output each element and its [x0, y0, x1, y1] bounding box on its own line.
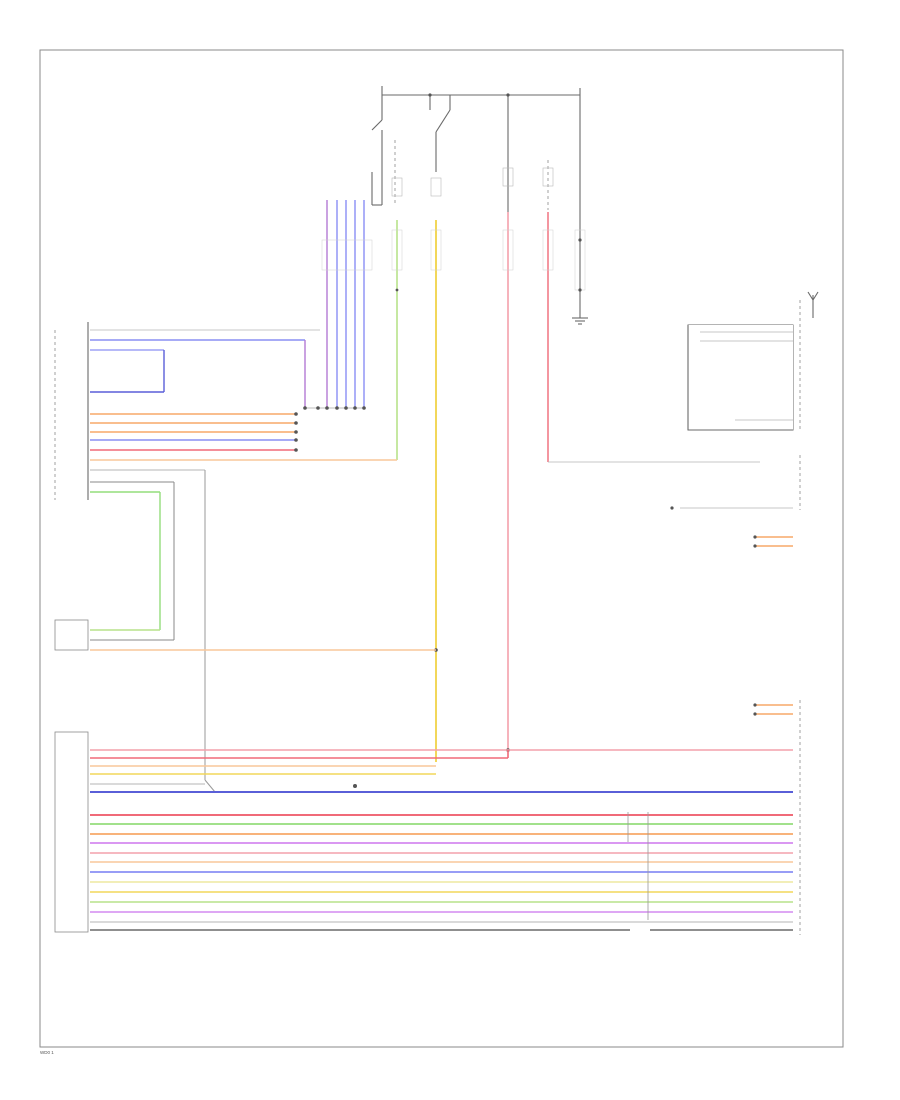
diagram-frame: [39, 49, 844, 1048]
left-module-middle: [54, 619, 436, 651]
right-module-mid: [670, 506, 793, 716]
power-distribution: [371, 86, 581, 300]
fuse-stubs: [391, 167, 554, 197]
vertical-feeds: [326, 200, 760, 762]
ground-icon: [572, 300, 588, 325]
antenna-icon: [807, 291, 819, 318]
page-code: WD0 1: [40, 1050, 54, 1055]
connector-icon: [321, 229, 586, 292]
left-module-upper: [54, 322, 364, 500]
right-module-upper: [687, 300, 801, 510]
bottom-harness: [90, 749, 793, 931]
mid-harness-lines: [90, 413, 397, 780]
bottom-module-left: [54, 731, 89, 933]
splice-icon: [294, 406, 510, 752]
